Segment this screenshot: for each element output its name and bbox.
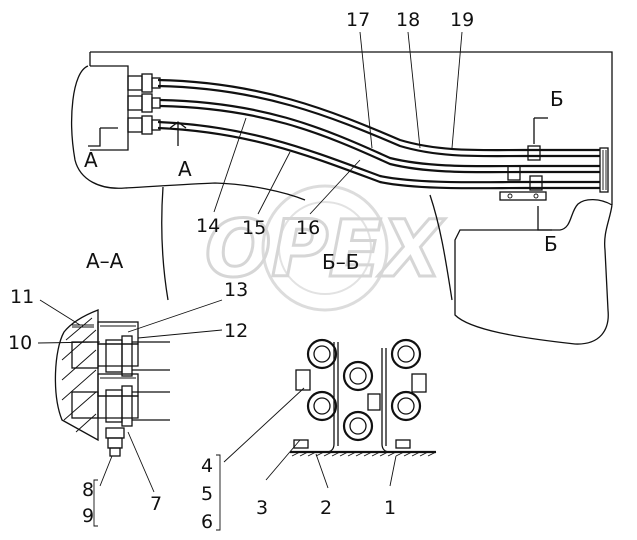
callout-11: 11	[10, 286, 34, 308]
section-bb-label: Б–Б	[322, 250, 359, 274]
cut-b-top-label: Б	[550, 87, 564, 111]
callout-14: 14	[196, 215, 220, 237]
callout-17: 17	[346, 9, 370, 31]
callout-4: 4	[201, 455, 213, 477]
callout-6: 6	[201, 511, 213, 533]
callout-5: 5	[201, 483, 213, 505]
watermark: OPEX	[204, 184, 447, 312]
watermark-text: OPEX	[205, 205, 446, 295]
section-cut-b: Б Б	[533, 87, 564, 256]
callout-8: 8	[82, 479, 94, 501]
callout-2: 2	[320, 497, 332, 519]
callout-18: 18	[396, 9, 420, 31]
callout-7: 7	[150, 493, 162, 515]
frame-outline	[71, 51, 613, 345]
section-aa-view: А–А	[37, 249, 223, 493]
callout-15: 15	[242, 217, 266, 239]
callout-1: 1	[384, 497, 396, 519]
callout-3: 3	[256, 497, 268, 519]
section-cut-a: А А	[84, 121, 192, 181]
cut-b-bottom-label: Б	[544, 232, 558, 256]
callout-9: 9	[82, 505, 94, 527]
section-bb-view: Б–Б	[223, 250, 437, 489]
section-aa-label: А–А	[86, 249, 124, 273]
cut-a-right-label: А	[178, 157, 192, 181]
callout-12: 12	[224, 320, 248, 342]
cut-a-left-label: А	[84, 148, 98, 172]
callout-10: 10	[8, 332, 32, 354]
callout-19: 19	[450, 9, 474, 31]
callout-labels: 17 18 19 14 15 16 11 13 10 12 4 5 6 3 2 …	[8, 9, 474, 533]
right-fittings	[499, 145, 609, 201]
callout-16: 16	[296, 217, 320, 239]
callout-13: 13	[224, 279, 248, 301]
left-fittings	[127, 73, 161, 135]
leaders-top	[213, 31, 463, 215]
hose-bundle	[157, 78, 600, 190]
